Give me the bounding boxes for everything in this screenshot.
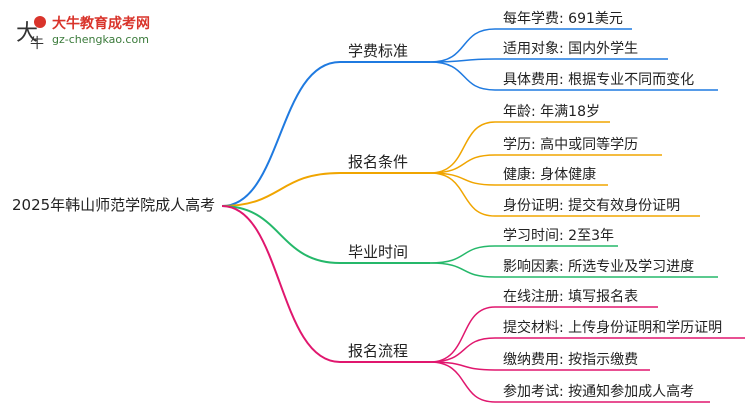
connector-line [429,154,496,174]
connector-line [429,306,496,363]
connector-line [429,361,496,403]
connector-line [429,245,496,264]
branch-topic-requirements: 报名条件 [348,153,409,171]
connector-line [429,61,496,91]
leaf-topic-process: 参加考试: 按通知参加成人高考 [503,384,695,400]
leaf-topic-requirements: 身份证明: 提交有效身份证明 [503,198,681,214]
connector-line [221,61,341,207]
branch-topic-process: 报名流程 [348,342,409,360]
connector-line [429,361,496,371]
leaf-topic-tuition: 每年学费: 691美元 [503,11,623,27]
site-logo: 大 牛 [10,12,210,52]
leaf-topic-tuition: 适用对象: 国内外学生 [503,41,639,57]
connector-line [429,58,496,63]
leaf-topic-process: 缴纳费用: 按指示缴费 [503,352,639,368]
leaf-topic-requirements: 年龄: 年满18岁 [503,104,600,120]
leaf-topic-graduation: 影响因素: 所选专业及学习进度 [503,259,695,275]
svg-text:牛: 牛 [30,36,44,52]
branch-topic-tuition: 学费标准 [348,42,409,60]
leaf-topic-process: 提交材料: 上传身份证明和学历证明 [503,320,723,336]
connector-line [221,172,341,207]
svg-text:大: 大 [16,21,38,46]
leaf-topic-tuition: 具体费用: 根据专业不同而变化 [503,72,695,88]
connector-line [221,205,341,264]
connector-line [429,172,496,186]
connector-line [221,205,341,363]
connector-line [429,121,496,174]
leaf-topic-graduation: 学习时间: 2至3年 [503,228,614,244]
connector-line [429,262,496,278]
cow-character-icon: 大 牛 [16,16,46,52]
leaf-topic-requirements: 健康: 身体健康 [503,167,597,183]
leaf-topic-process: 在线注册: 填写报名表 [503,289,639,305]
logo-title: 大牛教育成考网 [52,16,150,32]
connector-line [429,28,496,63]
leaf-topic-requirements: 学历: 高中或同等学历 [503,137,639,153]
branch-topic-graduation: 毕业时间 [348,243,409,261]
root-topic: 2025年韩山师范学院成人高考 [12,196,216,214]
connector-line [429,172,496,217]
logo-url: gz-chengkao.com [52,33,149,46]
connector-line [429,337,496,363]
